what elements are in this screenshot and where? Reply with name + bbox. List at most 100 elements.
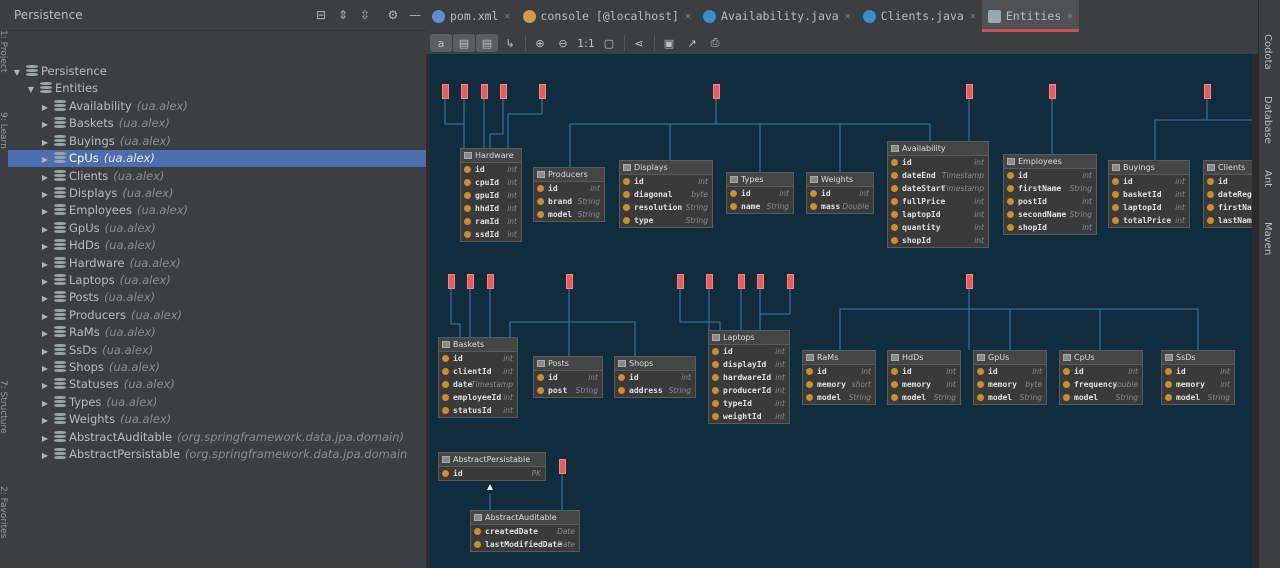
relation-marker[interactable] xyxy=(1049,84,1056,99)
relation-marker[interactable] xyxy=(677,274,684,289)
collapsed-arrow-icon[interactable]: ▶ xyxy=(41,172,49,182)
tab-console-localhost-[interactable]: console [@localhost]✕ xyxy=(517,0,698,32)
filter-icon[interactable]: ⊟ xyxy=(315,8,327,22)
tree-item-availability[interactable]: ▶Availability(ua.alex) xyxy=(8,98,458,115)
collapsed-arrow-icon[interactable]: ▶ xyxy=(41,137,49,147)
tree-item-cpus[interactable]: ▶CpUs(ua.alex) xyxy=(8,150,458,168)
collapsed-arrow-icon[interactable]: ▶ xyxy=(41,277,49,286)
collapsed-arrow-icon[interactable]: ▶ xyxy=(41,398,49,408)
gear-icon[interactable]: ⚙ xyxy=(387,8,399,22)
tab-clients-java[interactable]: Clients.java✕ xyxy=(857,0,982,32)
codota-tool-label[interactable]: Codota xyxy=(1262,34,1273,70)
tree-item-gpus[interactable]: ▶GpUs(ua.alex) xyxy=(8,220,458,237)
tree-item-clients[interactable]: ▶Clients(ua.alex) xyxy=(8,168,458,185)
layout-icon[interactable]: ⋖ xyxy=(634,36,644,50)
collapse-all-icon[interactable]: ⇳ xyxy=(359,8,371,22)
collapsed-arrow-icon[interactable]: ▶ xyxy=(41,155,49,165)
relation-marker[interactable] xyxy=(966,274,973,289)
tree-item-shops[interactable]: ▶Shops(ua.alex) xyxy=(8,359,458,376)
relation-marker[interactable] xyxy=(539,84,546,99)
tree-root[interactable]: ▼Persistence xyxy=(8,63,430,80)
relation-marker[interactable] xyxy=(500,84,507,99)
relation-marker[interactable] xyxy=(481,84,488,99)
close-icon[interactable]: ✕ xyxy=(969,10,976,22)
hide-icon[interactable]: — xyxy=(409,8,421,22)
close-icon[interactable]: ✕ xyxy=(1067,10,1074,22)
tree-entities-node[interactable]: ▼Entities xyxy=(8,80,444,97)
collapsed-arrow-icon[interactable]: ▶ xyxy=(41,364,49,373)
tree-item-abstractpersistable[interactable]: ▶AbstractPersistable(org.springframework… xyxy=(8,446,458,463)
tree-item-statuses[interactable]: ▶Statuses(ua.alex) xyxy=(8,376,458,393)
relation-marker[interactable] xyxy=(461,84,468,99)
collapsed-arrow-icon[interactable]: ▶ xyxy=(41,207,49,217)
collapsed-arrow-icon[interactable]: ▶ xyxy=(41,416,49,426)
show-columns-icon[interactable]: a xyxy=(430,34,452,52)
collapsed-arrow-icon[interactable]: ▶ xyxy=(41,259,49,269)
tree-item-employees[interactable]: ▶Employees(ua.alex) xyxy=(8,202,458,219)
collapsed-arrow-icon[interactable]: ▶ xyxy=(41,329,49,339)
show-edges-icon[interactable]: ↳ xyxy=(505,36,515,50)
relation-marker[interactable] xyxy=(467,274,474,289)
expanded-arrow-icon[interactable]: ▼ xyxy=(13,68,21,77)
actual-size-icon[interactable]: 1:1 xyxy=(577,36,595,50)
project-tool-label[interactable]: 1: Project xyxy=(0,30,8,73)
save-icon[interactable]: ▣ xyxy=(663,36,675,50)
tree-item-buyings[interactable]: ▶Buyings(ua.alex) xyxy=(8,133,458,150)
ant-tool-label[interactable]: Ant xyxy=(1262,170,1273,188)
tree-item-ssds[interactable]: ▶SsDs(ua.alex) xyxy=(8,342,458,359)
collapsed-arrow-icon[interactable]: ▶ xyxy=(41,190,49,199)
show-tables-icon[interactable]: ▤ xyxy=(453,34,475,52)
maven-tool-label[interactable]: Maven xyxy=(1262,222,1273,256)
close-icon[interactable]: ✕ xyxy=(844,10,851,22)
favorites-tool-label[interactable]: 2: Favorites xyxy=(0,486,8,539)
tab-entities[interactable]: Entities✕ xyxy=(981,0,1080,32)
tree-item-hdds[interactable]: ▶HdDs(ua.alex) xyxy=(8,237,458,254)
fit-content-icon[interactable]: ▢ xyxy=(603,36,615,50)
database-tool-label[interactable]: Database xyxy=(1262,96,1273,144)
collapsed-arrow-icon[interactable]: ▶ xyxy=(41,103,49,112)
relation-marker[interactable] xyxy=(706,274,713,289)
show-schema-icon[interactable]: ▤ xyxy=(476,34,498,52)
relation-marker[interactable] xyxy=(966,84,973,99)
close-icon[interactable]: ✕ xyxy=(504,10,511,22)
relation-marker[interactable] xyxy=(566,274,573,289)
tab-pom-xml[interactable]: pom.xml✕ xyxy=(426,0,517,32)
relation-marker[interactable] xyxy=(442,84,449,99)
tree-item-laptops[interactable]: ▶Laptops(ua.alex) xyxy=(8,272,458,289)
print-icon[interactable]: ⎙ xyxy=(710,36,720,49)
zoom-out-icon[interactable]: ⊖ xyxy=(558,36,568,50)
relation-marker[interactable] xyxy=(787,274,794,289)
collapsed-arrow-icon[interactable]: ▶ xyxy=(41,433,49,443)
collapsed-arrow-icon[interactable]: ▶ xyxy=(41,294,49,304)
collapsed-arrow-icon[interactable]: ▶ xyxy=(41,381,49,391)
structure-tool-label[interactable]: 7: Structure xyxy=(0,380,8,434)
tree-item-displays[interactable]: ▶Displays(ua.alex) xyxy=(8,185,458,202)
relation-marker[interactable] xyxy=(1204,84,1211,99)
close-icon[interactable]: ✕ xyxy=(684,10,692,22)
relation-marker[interactable] xyxy=(713,84,720,99)
collapsed-arrow-icon[interactable]: ▶ xyxy=(41,346,49,356)
collapsed-arrow-icon[interactable]: ▶ xyxy=(41,120,49,130)
tree-item-hardware[interactable]: ▶Hardware(ua.alex) xyxy=(8,255,458,272)
relation-marker[interactable] xyxy=(757,274,764,289)
tree-item-abstractauditable[interactable]: ▶AbstractAuditable(org.springframework.d… xyxy=(8,429,458,446)
expand-all-icon[interactable]: ⇕ xyxy=(337,8,349,22)
zoom-in-icon[interactable]: ⊕ xyxy=(535,36,545,50)
